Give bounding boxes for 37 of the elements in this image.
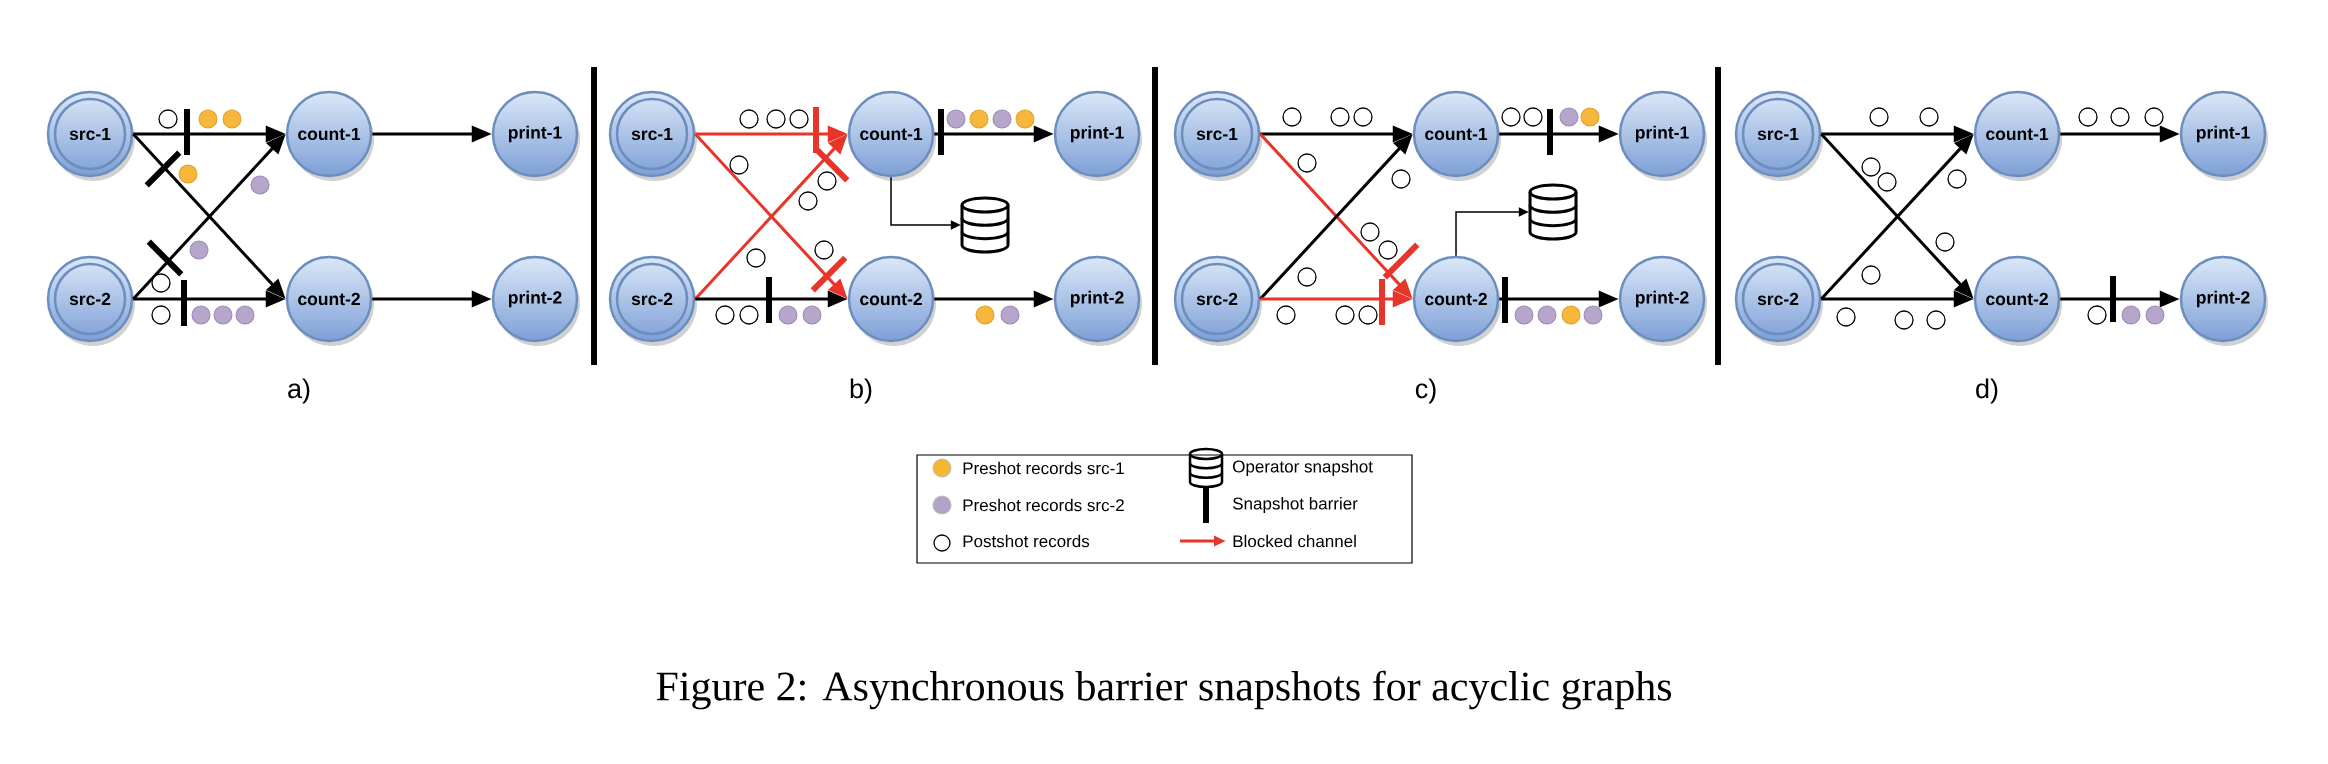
legend-label: Blocked channel <box>1233 534 1356 548</box>
legend-label: Preshot records src-1 <box>963 461 1124 475</box>
source-node: src-1 <box>1734 90 1823 181</box>
operator-node: print-1 <box>491 90 580 181</box>
operator-node: count-2 <box>847 255 936 346</box>
source-node: src-1 <box>608 90 697 181</box>
source-node: src-2 <box>46 255 135 346</box>
figure-caption: Figure 2: Asynchronous barrier snapshots for acyclic graphs <box>656 670 1672 710</box>
operator-node: print-1 <box>1053 90 1142 181</box>
database-icon <box>960 196 1010 254</box>
operator-node: print-1 <box>1618 90 1707 181</box>
source-node: src-2 <box>608 255 697 346</box>
source-node: src-1 <box>46 90 135 181</box>
legend-label: Preshot records src-2 <box>963 498 1124 512</box>
operator-node: print-2 <box>2179 255 2268 346</box>
legend-label: Postshot records <box>963 534 1090 548</box>
panel-label: a) <box>288 378 310 404</box>
operator-node: count-1 <box>285 90 374 181</box>
source-node: src-2 <box>1173 255 1262 346</box>
operator-node: count-2 <box>1412 255 1501 346</box>
operator-node: count-1 <box>1973 90 2062 181</box>
legend-label: Snapshot barrier <box>1233 497 1358 513</box>
database-icon <box>1528 183 1578 241</box>
operator-node: count-2 <box>1973 255 2062 346</box>
panel-label: b) <box>850 378 872 404</box>
operator-node: count-1 <box>847 90 936 181</box>
operator-node: count-1 <box>1412 90 1501 181</box>
panel-label: d) <box>1976 378 1998 404</box>
operator-node: count-2 <box>285 255 374 346</box>
legend-label: Operator snapshot <box>1233 460 1373 476</box>
panel-label: c) <box>1415 378 1436 404</box>
operator-node: print-1 <box>2179 90 2268 181</box>
operator-node: print-2 <box>491 255 580 346</box>
source-node: src-1 <box>1173 90 1262 181</box>
operator-node: print-2 <box>1618 255 1707 346</box>
source-node: src-2 <box>1734 255 1823 346</box>
operator-node: print-2 <box>1053 255 1142 346</box>
